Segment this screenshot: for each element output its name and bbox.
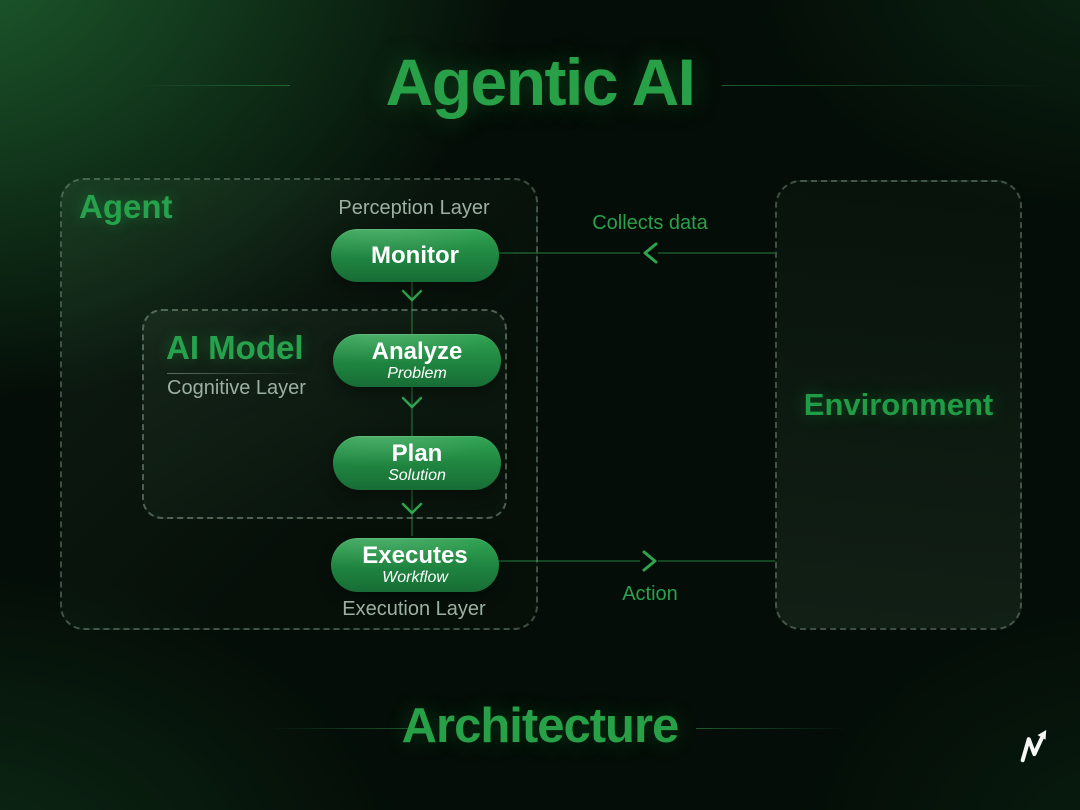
page-title: Agentic AI	[385, 45, 696, 119]
execution-layer-label: Execution Layer	[342, 598, 486, 620]
m-arrow-logo-icon	[1020, 730, 1047, 763]
footer-divider-right	[696, 728, 844, 729]
ai-model-underline	[167, 373, 295, 374]
perception-layer-label: Perception Layer	[338, 197, 490, 219]
analyze-node: Analyze Problem	[333, 334, 501, 387]
arrow-left-icon	[643, 242, 658, 264]
monitor-node: Monitor	[331, 229, 499, 282]
collects-data-label: Collects data	[592, 212, 708, 234]
footer-title: Architecture	[401, 699, 680, 753]
analyze-node-subtitle: Problem	[387, 364, 447, 382]
plan-node-title: Plan	[391, 440, 443, 467]
agent-label: Agent	[79, 188, 173, 225]
executes-node: Executes Workflow	[331, 538, 499, 592]
environment-label: Environment	[803, 387, 994, 422]
plan-node: Plan Solution	[333, 436, 501, 490]
title-divider-right	[722, 85, 1048, 86]
ai-model-box: AI Model Cognitive Layer Analyze Problem…	[142, 309, 507, 519]
ai-model-label: AI Model	[166, 329, 304, 366]
environment-box: Environment	[775, 180, 1022, 630]
cognitive-layer-label: Cognitive Layer	[167, 377, 306, 399]
action-label: Action	[622, 583, 678, 605]
monitor-node-title: Monitor	[371, 241, 459, 269]
executes-node-subtitle: Workflow	[382, 569, 448, 587]
title-divider-left	[138, 85, 290, 86]
executes-node-title: Executes	[362, 542, 468, 569]
footer-divider-left	[272, 728, 420, 729]
agent-box: Agent Perception Layer Monitor AI Model …	[60, 178, 538, 630]
arrow-right-icon	[642, 550, 657, 572]
analyze-node-title: Analyze	[371, 337, 463, 365]
plan-node-subtitle: Solution	[388, 467, 446, 485]
